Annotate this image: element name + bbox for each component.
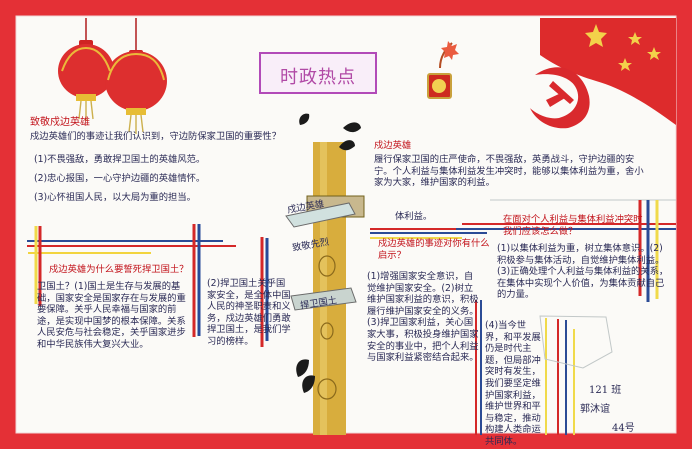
- left-top-question: 戍边英雄们的事迹让我们认识到，守边防保家卫国的重要性？: [30, 131, 282, 142]
- right-side-conclusion: (4)当今世界，和平发展仍是时代主题，但局部冲突时有发生，我们要坚定维护国家利益…: [485, 320, 541, 448]
- signature-class: 121 班: [589, 385, 622, 396]
- signature-number: 44号: [612, 423, 635, 434]
- right-top-heading: 戍边英雄: [374, 140, 412, 151]
- signpost-icon: [285, 113, 365, 435]
- signature-name: 郭沐谊: [580, 404, 610, 415]
- left-mid-body: 卫国土？(1)国土是生存与发展的基础，国家安全是国家存在与发展的重要保障。关乎人…: [37, 281, 186, 351]
- right-top-extra: 体利益。: [395, 211, 433, 222]
- page-title: 时政热点: [280, 67, 356, 88]
- right-mid-question: 戍边英雄的事迹对你有什么启示？: [378, 238, 490, 261]
- left-top-item-3: (3)心怀祖国人民，以大局为重的担当。: [34, 192, 196, 203]
- party-emblem-icon: [530, 67, 590, 129]
- title-banner: 时政热点: [259, 52, 377, 94]
- right-mid-body: (1)增强国家安全意识，自觉维护国家安全。(2)树立维护国家利益的意识，积极履行…: [367, 271, 479, 364]
- section-heading-left-mid: 戍边英雄为什么要誓死捍卫国土？: [49, 264, 189, 275]
- left-top-item-2: (2)忠心报国，一心守护边疆的英雄情怀。: [34, 173, 206, 184]
- firecracker-icon: [427, 41, 459, 99]
- left-top-item-1: (1)不畏强敌，勇敢捍卫国土的英雄风范。: [34, 154, 206, 165]
- right-top-body: 履行保家卫国的庄严使命，不畏强敌，英勇战斗，守护边疆的安宁。个人利益与集体利益发…: [374, 154, 644, 189]
- right-side-body: (1)以集体利益为重，树立集体意识。(2)积极参与集体活动，自觉维护集体利益。(…: [497, 243, 669, 301]
- section-heading-left-top: 致敬戍边英雄: [30, 117, 90, 128]
- lantern-icon: [58, 18, 167, 134]
- left-bottom-text: (2)捍卫国土关乎国家安全，是全体中国人民的神圣职责和义务，戍边英雄们勇敢捍卫国…: [207, 278, 291, 348]
- right-side-heading: 在面对个人利益与集体利益冲突时我们应该怎么做？: [503, 214, 643, 237]
